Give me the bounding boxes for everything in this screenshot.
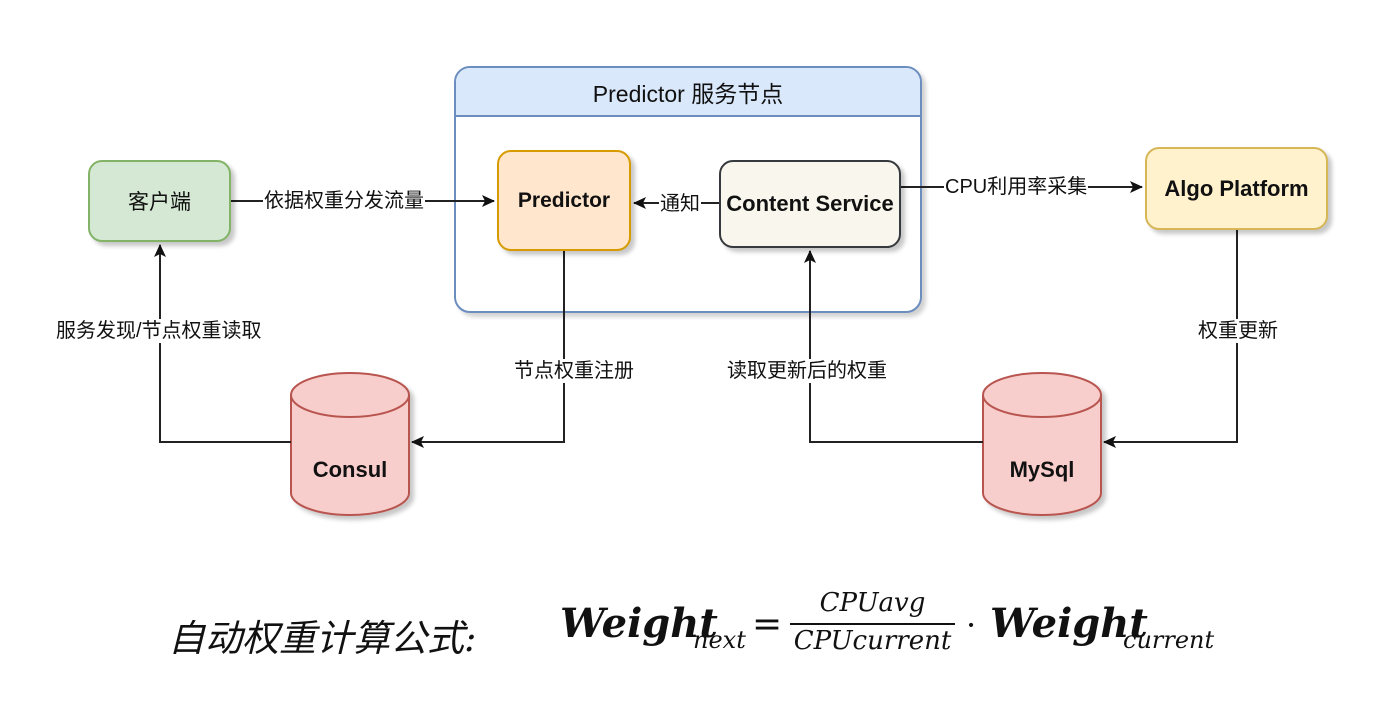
algo-platform-node: Algo Platform xyxy=(1145,147,1328,230)
edge-label-weight-update: 权重更新 xyxy=(1197,319,1279,343)
edge-label-cpu-collect: CPU利用率采集 xyxy=(944,175,1089,199)
content-service-node: Content Service xyxy=(719,160,901,248)
mysql-cylinder xyxy=(982,372,1102,516)
weight-formula: 自动权重计算公式: Weight next = CPUavg CPUcurren… xyxy=(0,560,1400,700)
edge-predictor-consul xyxy=(411,251,565,448)
formula-rhs: Weight xyxy=(990,600,1148,647)
client-node: 客户端 xyxy=(88,160,231,242)
content-service-label: Content Service xyxy=(726,191,894,216)
edge-label-notify: 通知 xyxy=(659,192,701,216)
predictor-label: Predictor xyxy=(517,188,611,212)
predictor-node: Predictor xyxy=(497,150,631,251)
edge-consul-client xyxy=(154,244,291,443)
formula-lhs: Weight xyxy=(560,600,718,647)
mysql-label: MySql xyxy=(1009,457,1075,482)
formula-rhs-sub: current xyxy=(1123,626,1215,654)
client-label: 客户端 xyxy=(128,191,191,214)
formula-fraction-bar xyxy=(790,623,955,625)
formula-equals: = xyxy=(752,604,783,645)
algo-platform-label: Algo Platform xyxy=(1164,175,1309,201)
edge-algo-mysql xyxy=(1103,230,1238,448)
formula-lhs-sub: next xyxy=(693,626,746,654)
consul-label: Consul xyxy=(312,457,388,482)
formula-dot: · xyxy=(966,606,977,644)
formula-denominator: CPUcurrent xyxy=(793,626,952,656)
group-title: Predictor 服务节点 xyxy=(456,68,920,117)
edge-label-distribute: 依据权重分发流量 xyxy=(263,189,425,213)
edge-label-register: 节点权重注册 xyxy=(513,359,635,383)
consul-cylinder xyxy=(290,372,410,516)
edge-label-read-weight: 读取更新后的权重 xyxy=(726,359,888,383)
formula-numerator: CPUavg xyxy=(819,588,926,618)
edge-label-discovery: 服务发现/节点权重读取 xyxy=(55,319,263,343)
edge-mysql-content xyxy=(804,250,983,443)
formula-title: 自动权重计算公式: xyxy=(168,617,477,660)
